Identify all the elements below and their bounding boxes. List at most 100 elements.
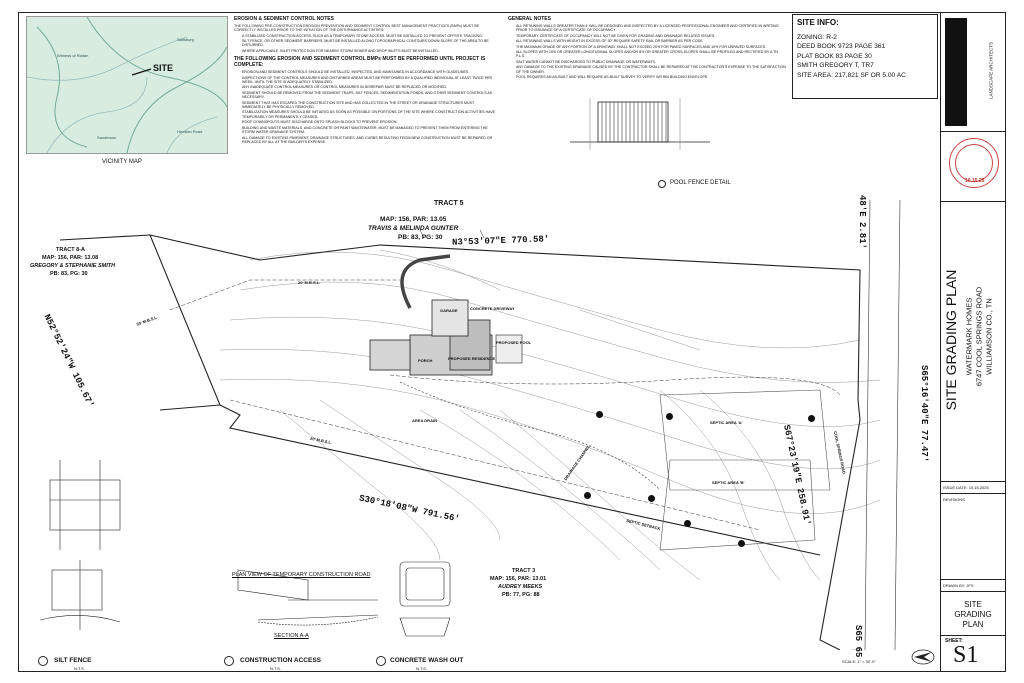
- tract3-map: MAP: 156, PAR: 13.01: [490, 576, 547, 582]
- silt-fence-detail-drawing: [40, 460, 121, 630]
- construction-access-caption: CONSTRUCTION ACCESS: [240, 657, 322, 664]
- issue-date: ISSUE DATE: 10.15.2025: [943, 485, 989, 490]
- revisions-box: REVISIONS: [941, 494, 1005, 580]
- concrete-washout-nts: N.T.S.: [416, 666, 427, 671]
- north-arrow-icon: [911, 649, 935, 665]
- drawn-by-box: DRAWN BY: JFS: [941, 580, 1005, 592]
- erosion-note: INSPECTIONS OF THE CONTROL MEASURES AND …: [242, 76, 496, 85]
- sheet-number: S1: [953, 642, 979, 668]
- site-info-line: ZONING: R-2: [797, 34, 837, 41]
- firm-logo-text: JSLA: [943, 39, 966, 100]
- boundary-marker: [648, 495, 655, 502]
- section-caption: SECTION A-A: [274, 633, 309, 639]
- erosion-note: SEDIMENT SHOULD BE REMOVED FROM THE SEDI…: [242, 91, 496, 100]
- house-label: AREA DRAIN: [412, 418, 437, 423]
- detail-marker: [224, 656, 234, 666]
- engineer-seal-icon: [949, 138, 999, 188]
- vicinity-map-caption: VICINITY MAP: [102, 159, 142, 165]
- erosion-note: ROOF DOWNSPOUTS MUST DISCHARGE ONTO SPLA…: [242, 120, 496, 124]
- title-block: JSLA LANDSCAPE ARCHITECTS 10.15.25 SITE …: [940, 12, 1006, 672]
- client-name: WATERMARK HOMES: [964, 297, 974, 376]
- boundary-marker: [808, 415, 815, 422]
- construction-access-detail-drawing: [237, 569, 379, 626]
- general-note: TEMPORARY CERTIFICATE OF OCCUPANCY WILL …: [516, 34, 786, 38]
- erosion-note: SEDIMENT THAT HAS ESCAPED THE CONSTRUCTI…: [242, 101, 496, 110]
- house-label: CONCRETE DRIVEWAY: [470, 306, 515, 311]
- tract8a-map: MAP: 156, PAR: 13.08: [42, 255, 99, 261]
- erosion-note: BUILDING AND WASTE MATERIALS, AND CONCRE…: [242, 126, 496, 135]
- pool-fence-detail-drawing: [570, 98, 710, 150]
- erosion-note: SILT FENCE, OR OTHER SEDIMENT BARRIERS, …: [242, 39, 496, 48]
- erosion-note: ANY INADEQUATE CONTROL MEASURES OR CONTR…: [242, 85, 496, 89]
- general-note: POOL REQUIRES AN AS-BUILT AND WILL REQUI…: [516, 75, 786, 79]
- vicinity-map: SITE Witness of Riatan Hensian Road Sand…: [26, 16, 228, 154]
- boundary-ticks: [419, 229, 485, 239]
- road-edges: [864, 199, 901, 650]
- erosion-notes: EROSION & SEDIMENT CONTROL NOTES THE FOL…: [234, 16, 496, 256]
- property-boundary: [59, 234, 861, 650]
- setback-label: 20' M.B.S.L.: [298, 280, 321, 285]
- bearing-se: S65 65: [853, 625, 863, 658]
- concrete-washout-detail-drawing: [399, 561, 451, 637]
- silt-fence-caption: SILT FENCE: [54, 657, 92, 664]
- firm-logo-box: JSLA LANDSCAPE ARCHITECTS: [941, 12, 1005, 132]
- site-label: SITE: [153, 63, 174, 73]
- map-label: Witness of Riatan: [57, 53, 89, 58]
- project-address: 6747 COOL SPRINGS ROAD: [974, 286, 984, 387]
- general-note: THE MAXIMUM GRADE OF ANY PORTION OF A DR…: [516, 45, 786, 49]
- septic-area-b-outline: [659, 459, 816, 551]
- sheet-title: SITE GRADING PLAN: [943, 269, 959, 411]
- general-note: ALL SLOPES WITH 15% OR GREATER LONGITUDI…: [516, 50, 786, 59]
- site-info-title: SITE INFO:: [797, 18, 839, 27]
- sheet-border: [18, 12, 1006, 672]
- general-note: ALL RETAINING WALLS WITH HEIGHT IN EXCES…: [516, 39, 786, 43]
- erosion-note: A STABILIZED CONSTRUCTION ACCESS, SUCH A…: [242, 34, 496, 38]
- tract3-label: TRACT 3: [512, 568, 536, 574]
- seal-date: 10.15.25: [965, 178, 985, 184]
- site-info-line: SMITH GREGORY T, TR7: [797, 62, 874, 70]
- general-note: ANY DAMAGE TO THE EXISTING DRAINAGE CAUS…: [516, 65, 786, 74]
- site-info-box: SITE INFO: ZONING: R-2 DEED BOOK 9723 PA…: [792, 14, 938, 99]
- bearing-east-2: S65°16'40"E 77.47': [919, 365, 929, 463]
- tract3-owner: AUDREY MEEKS: [498, 584, 543, 590]
- silt-fence-nts: N.T.S.: [74, 666, 85, 671]
- tract8a-pb: PB: 83, PG: 30: [50, 271, 88, 277]
- detail-marker: [376, 656, 386, 666]
- erosion-note: EROSION AND SEDIMENT CONTROLS SHOULD BE …: [242, 70, 496, 74]
- boundary-marker: [738, 540, 745, 547]
- sheet-label: SHEET:: [945, 638, 963, 644]
- house-label: PROPOSED POOL: [496, 340, 532, 345]
- erosion-note: ALL DAMAGE TO EXISTING PAVEMENT, DRAINAG…: [242, 136, 496, 145]
- contour-lines: [219, 249, 881, 581]
- revisions-label: REVISIONS: [943, 497, 965, 502]
- scale-label: SCALE: 1" = 30'-0": [842, 659, 876, 664]
- boundary-marker: [684, 520, 691, 527]
- driveway: [400, 254, 451, 309]
- house-footprint: [369, 299, 523, 376]
- tract8a-label: TRACT 8-A: [56, 247, 86, 253]
- construction-access-nts: N.T.S.: [270, 666, 281, 671]
- seal-box: 10.15.25: [941, 132, 1005, 202]
- firm-name: LANDSCAPE ARCHITECTS: [988, 42, 994, 100]
- detail-marker: [658, 180, 666, 188]
- detail-marker: [38, 656, 48, 666]
- project-location: WILLIAMSON CO., TN: [984, 298, 994, 375]
- septic-area-a-label: SEPTIC AREA 'A': [710, 420, 743, 425]
- erosion-notes-subtitle: THE FOLLOWING EROSION AND SEDIMENT CONTR…: [234, 56, 486, 69]
- drawn-by: DRAWN BY: JFS: [943, 583, 974, 588]
- house-label: PORCH: [418, 358, 433, 363]
- map-label: Hensian Road: [177, 129, 203, 134]
- bearing-ne: 48'E 2.81': [857, 195, 867, 250]
- erosion-note: WHERE APPLICABLE, INLET PROTECTION FOR N…: [242, 49, 496, 53]
- tract8a-owner: GREGORY & STEPHANIE SMITH: [30, 263, 116, 269]
- map-label: Saltsburg: [177, 37, 194, 42]
- plan-view-caption: PLAN VIEW OF TEMPORARY CONSTRUCTION ROAD: [232, 572, 371, 578]
- concrete-washout-caption: CONCRETE WASH OUT: [390, 657, 464, 664]
- erosion-note: STABILIZATION MEASURES SHOULD BE INITIAT…: [242, 110, 496, 119]
- house-label: PROPOSED RESIDENCE: [448, 356, 496, 361]
- pool-fence-detail-caption: POOL FENCE DETAIL: [670, 180, 731, 186]
- tract5-owner: TRAVIS & MELINDA GUNTER: [368, 225, 459, 232]
- sheet-name-box: SITE GRADING PLAN: [941, 592, 1005, 636]
- general-notes: GENERAL NOTES ALL RETAINING WALLS GREATE…: [508, 16, 786, 126]
- site-info-line: SITE AREA: 217,821 SF OR 5.00 AC: [797, 71, 906, 79]
